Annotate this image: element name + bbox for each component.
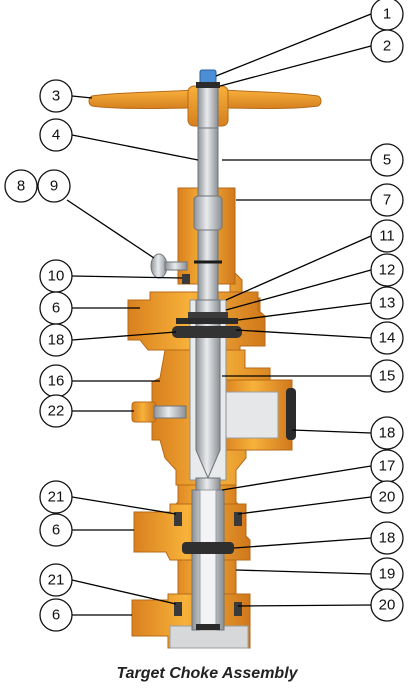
callout-21b bbox=[39, 563, 73, 597]
callout-15 bbox=[370, 359, 404, 393]
callout-1-label: 1 bbox=[383, 6, 391, 23]
callout-6c bbox=[39, 598, 73, 632]
callout-7-label: 7 bbox=[383, 192, 391, 209]
callout-22-label: 22 bbox=[48, 403, 65, 420]
callout-5-label: 5 bbox=[383, 152, 391, 169]
callout-18a bbox=[39, 323, 73, 357]
callout-2-label: 2 bbox=[383, 38, 391, 55]
callout-18c bbox=[370, 521, 404, 555]
bleed-plug bbox=[131, 401, 187, 423]
callout-21a-label: 21 bbox=[48, 489, 65, 506]
callout-18a-label: 18 bbox=[48, 332, 65, 349]
callout-14 bbox=[370, 321, 404, 355]
callout-12-label: 12 bbox=[379, 262, 396, 279]
callout-10-label: 10 bbox=[48, 268, 65, 285]
callout-20b-label: 20 bbox=[379, 597, 396, 614]
callout-11-label: 11 bbox=[379, 228, 395, 245]
callout-11 bbox=[370, 219, 404, 253]
callout-6b-label: 6 bbox=[52, 522, 60, 539]
callout-21b-label: 21 bbox=[48, 572, 65, 589]
callout-3-label: 3 bbox=[52, 88, 60, 105]
callout-20a bbox=[370, 480, 404, 514]
callout-15-label: 15 bbox=[379, 368, 396, 385]
callout-8-label: 8 bbox=[17, 178, 25, 195]
callout-6a-label: 6 bbox=[52, 300, 60, 317]
callout-22 bbox=[39, 394, 73, 428]
callout-8 bbox=[4, 169, 38, 203]
callout-19-label: 19 bbox=[379, 566, 396, 583]
callout-6b bbox=[39, 513, 73, 547]
callout-17-label: 17 bbox=[379, 458, 396, 475]
callout-18b bbox=[370, 416, 404, 450]
seal-rings bbox=[172, 312, 296, 630]
callout-13 bbox=[370, 286, 404, 320]
diagram-caption: Target Choke Assembly bbox=[116, 665, 298, 682]
handwheel bbox=[88, 69, 322, 129]
callout-9-label: 9 bbox=[50, 178, 58, 195]
callout-20b bbox=[370, 588, 404, 622]
callout-21a bbox=[39, 480, 73, 514]
leader-lines bbox=[66, 13, 372, 616]
callout-12 bbox=[370, 253, 404, 287]
callout-18b-label: 18 bbox=[379, 425, 396, 442]
callout-9 bbox=[37, 169, 71, 203]
callout-4-label: 4 bbox=[52, 127, 60, 144]
callout-14-label: 14 bbox=[379, 330, 396, 347]
callout-3 bbox=[39, 79, 73, 113]
callout-4 bbox=[39, 118, 73, 152]
callout-2 bbox=[370, 29, 404, 63]
callout-6c-label: 6 bbox=[52, 607, 60, 624]
callout-16-label: 16 bbox=[48, 373, 65, 390]
callout-13-label: 13 bbox=[379, 295, 396, 312]
callout-5 bbox=[370, 143, 404, 177]
callout-18c-label: 18 bbox=[379, 530, 396, 547]
callout-7 bbox=[370, 183, 404, 217]
callout-circles bbox=[4, 0, 404, 632]
callout-20a-label: 20 bbox=[379, 489, 396, 506]
